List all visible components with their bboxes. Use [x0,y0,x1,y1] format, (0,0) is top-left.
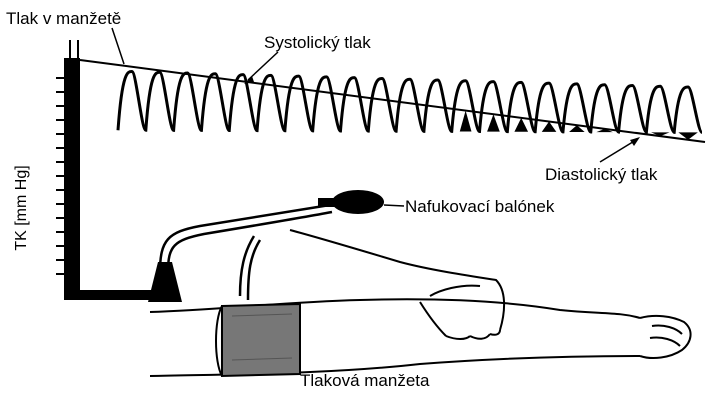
hand-icon [290,230,504,339]
systolic-label: Systolický tlak [264,34,371,51]
cuff-icon [216,304,300,376]
diastolic-label: Diastolický tlak [545,166,657,183]
tubing [160,205,332,300]
inflation-bulb-label: Nafukovací balónek [405,198,554,215]
cuff-pressure-pointer [112,28,124,64]
waveform-line [118,71,702,132]
waveform-peak-fill [460,111,472,132]
tube-connector [148,262,182,302]
manometer-column-icon [56,40,154,300]
diastolic-pointer [600,140,636,162]
inflation-bulb-icon [318,190,404,214]
y-axis-label: TK [mm Hg] [14,158,30,258]
waveform-peak-fill [514,118,528,132]
systolic-pointer [248,52,278,80]
cuff-pressure-label: Tlak v manžetě [6,10,121,27]
cuff-label: Tlaková manžeta [300,372,429,389]
waveform-peak-fill [487,114,500,131]
